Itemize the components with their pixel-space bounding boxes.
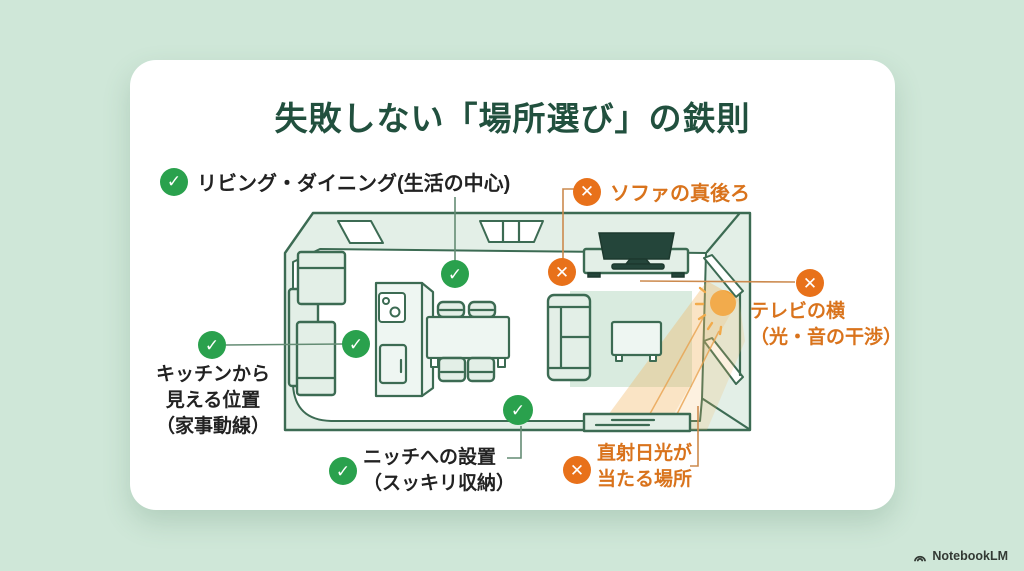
cross-icon: ✕ bbox=[548, 258, 576, 286]
kitchen-counter bbox=[287, 250, 347, 397]
wall-corner-lines bbox=[701, 212, 751, 431]
tv bbox=[598, 232, 675, 270]
kitchen-island bbox=[374, 281, 435, 398]
side-window bbox=[703, 254, 744, 385]
connector-sunlight bbox=[690, 406, 699, 467]
annotation-niche: ニッチへの設置 （スッキリ収納） bbox=[363, 445, 515, 497]
annotation-kitchen-line2: 見える位置 bbox=[165, 390, 261, 411]
check-icon: ✓ bbox=[503, 395, 533, 425]
check-icon: ✓ bbox=[329, 457, 357, 485]
sun-icon bbox=[694, 286, 736, 336]
annotation-living-text: リビング・ダイニング(生活の中心) bbox=[197, 173, 511, 195]
page-title: 失敗しない「場所選び」の鉄則 bbox=[274, 100, 751, 137]
annotation-sofa: ✕ ソファの真後ろ bbox=[573, 177, 750, 206]
annotation-tv-side: テレビの横 （光・音の干渉） bbox=[750, 299, 903, 351]
cross-icon: ✕ bbox=[573, 177, 601, 206]
annotation-tv-side-line2: （光・音の干渉） bbox=[750, 327, 903, 348]
check-icon: ✓ bbox=[441, 260, 469, 288]
connector-tv-side bbox=[639, 280, 796, 283]
connector-sofa bbox=[562, 188, 576, 259]
check-icon: ✓ bbox=[342, 330, 370, 358]
niche-console bbox=[582, 412, 692, 433]
check-icon: ✓ bbox=[198, 331, 226, 359]
skylight bbox=[337, 220, 384, 244]
annotation-sunlight-line1: 直射日光が bbox=[597, 443, 693, 464]
connector-niche bbox=[507, 426, 522, 459]
annotation-sunlight: 直射日光が 当たる場所 bbox=[597, 441, 692, 493]
dining-table bbox=[425, 300, 511, 383]
annotation-tv-side-line1: テレビの横 bbox=[750, 301, 846, 322]
cross-icon: ✕ bbox=[563, 456, 591, 484]
watermark: NotebookLM bbox=[913, 549, 1008, 563]
watermark-text: NotebookLM bbox=[932, 549, 1008, 563]
annotation-niche-line2: （スッキリ収納） bbox=[363, 473, 516, 494]
notebooklm-icon bbox=[914, 555, 927, 562]
annotation-niche-line1: ニッチへの設置 bbox=[363, 447, 497, 468]
annotation-kitchen: キッチンから 見える位置 （家事動線） bbox=[146, 362, 280, 440]
sofa bbox=[546, 293, 592, 382]
annotation-living: ✓ リビング・ダイニング(生活の中心) bbox=[160, 167, 510, 196]
annotation-kitchen-line1: キッチンから bbox=[155, 364, 270, 385]
annotation-kitchen-line3: （家事動線） bbox=[155, 416, 270, 437]
check-icon: ✓ bbox=[160, 167, 188, 196]
connector-kitchen bbox=[225, 343, 344, 346]
sunlight-rays bbox=[597, 281, 745, 431]
bay-window bbox=[479, 220, 544, 243]
coffee-table bbox=[610, 320, 663, 362]
cross-icon: ✕ bbox=[796, 269, 824, 297]
annotation-sunlight-line2: 当たる場所 bbox=[597, 469, 693, 490]
annotation-sofa-text: ソファの真後ろ bbox=[610, 183, 750, 205]
